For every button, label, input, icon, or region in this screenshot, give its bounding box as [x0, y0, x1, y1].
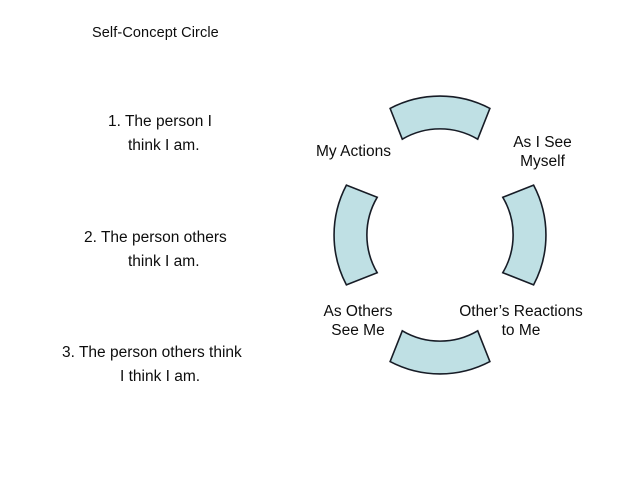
self-concept-circle-diagram — [280, 85, 620, 385]
list-item: 3. The person others think I think I am. — [0, 341, 290, 389]
arc-label-as-i-see-myself-line-1: As I See — [513, 134, 572, 151]
arc-segment-top[interactable] — [389, 95, 491, 141]
arc-label-as-others-see-me: As Others See Me — [315, 302, 401, 340]
arc-segment-bottom[interactable] — [389, 329, 491, 375]
arc-label-my-actions: My Actions — [316, 142, 391, 161]
list-item-1-line-2: think I am. — [128, 137, 200, 154]
arc-segments-group — [333, 95, 547, 375]
arc-segment-right[interactable] — [501, 184, 547, 286]
list-item-2-line-2: think I am. — [128, 253, 200, 270]
arc-label-others-reactions-line-2: to Me — [501, 322, 541, 339]
arc-label-as-i-see-myself: As I See Myself — [495, 133, 590, 171]
arc-segment-left[interactable] — [333, 184, 379, 286]
page-title: Self-Concept Circle — [92, 25, 219, 41]
arc-label-as-others-see-me-line-2: See Me — [331, 322, 385, 339]
arc-label-as-others-see-me-line-1: As Others — [323, 303, 393, 320]
arc-label-others-reactions-to-me: Other’s Reactions to Me — [455, 302, 587, 340]
list-item: 1. The person I think I am. — [0, 110, 290, 158]
list-item: 2. The person others think I am. — [0, 226, 290, 274]
list-item-3-line-1: 3. The person others think — [62, 344, 242, 361]
list-item-2-line-1: 2. The person others — [84, 229, 227, 246]
arc-label-as-i-see-myself-line-2: Myself — [520, 153, 565, 170]
arc-label-my-actions-line-1: My Actions — [316, 143, 391, 160]
arc-label-others-reactions-line-1: Other’s Reactions — [459, 303, 583, 320]
list-item-1-line-1: 1. The person I — [108, 113, 212, 130]
list-item-3-line-2: I think I am. — [120, 368, 201, 385]
